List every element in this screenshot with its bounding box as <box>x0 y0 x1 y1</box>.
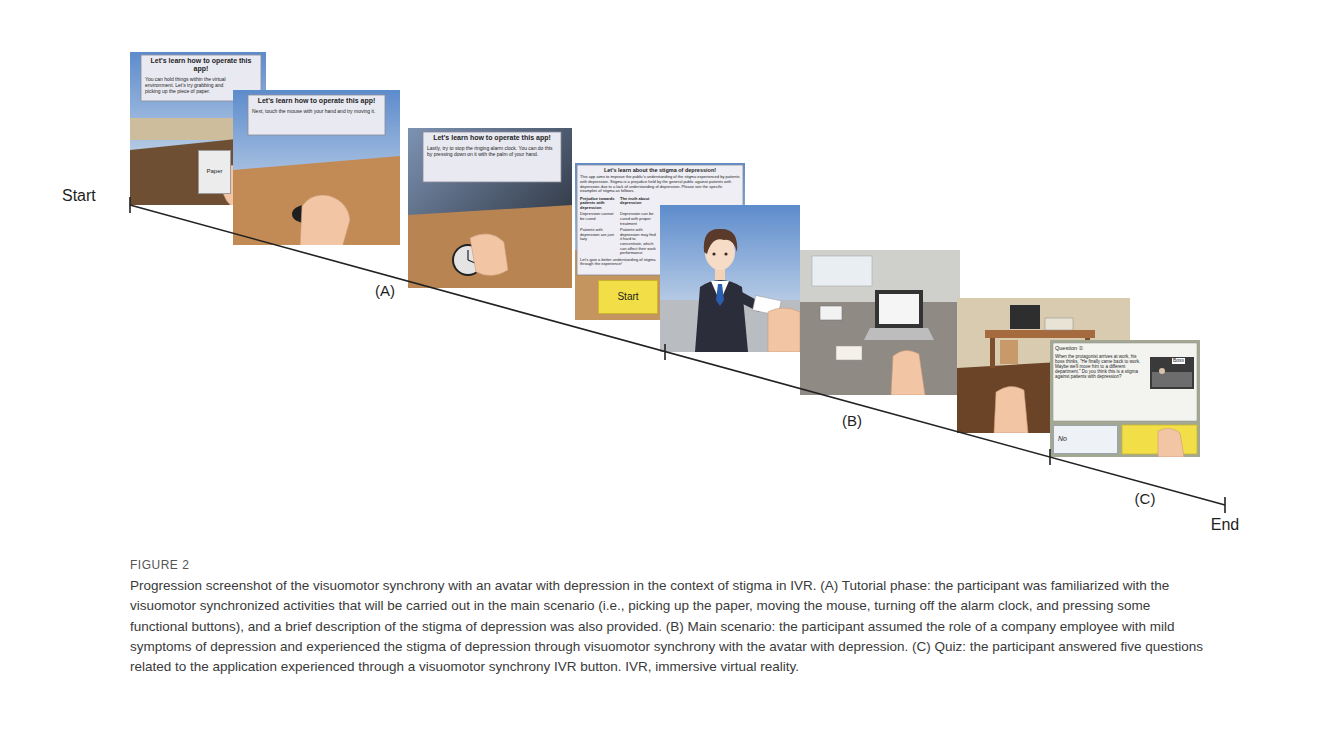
sign-text: Next, touch the mouse with your hand and… <box>252 108 381 114</box>
timeline-axis <box>130 205 1225 505</box>
hand <box>994 386 1028 433</box>
instruction-sign: Let's learn how to operate this app! Next… <box>250 97 383 116</box>
tissue-box <box>820 306 842 320</box>
table-cell: Patients with depression are just lazy <box>580 228 616 242</box>
screenshot-mouse <box>233 90 400 245</box>
screenshot-avatar-boss <box>660 205 800 352</box>
screenshot-quiz <box>1050 340 1200 457</box>
hand <box>891 350 925 395</box>
timeline <box>130 197 1225 513</box>
no-button: No <box>1053 425 1118 454</box>
laptop-display <box>879 294 919 324</box>
sign-heading: Let's learn how to operate this app! <box>143 57 259 73</box>
sky <box>408 128 572 288</box>
books <box>1045 318 1073 330</box>
sign-text: Let's gain a better understanding of sti… <box>580 258 658 267</box>
screenshot-alarm-clock <box>408 128 572 288</box>
laptop <box>1010 305 1040 329</box>
stigma-sign: Let's learn about the stigma of depressi… <box>579 167 741 269</box>
instruction-sign: Let's learn how to operate this app! Last… <box>425 134 559 159</box>
image-label: Boss <box>1172 358 1185 364</box>
sign-heading: Let's learn how to operate this app! <box>250 97 383 105</box>
table-cell: Depression cannot be cured <box>580 212 616 221</box>
eye <box>712 252 715 255</box>
table <box>408 205 572 288</box>
sign-text: Lastly, try to stop the ringing alarm cl… <box>427 145 557 157</box>
question-card: Question ① When the protagonist arrives a… <box>1055 345 1147 381</box>
question-number: Question ① <box>1055 345 1147 352</box>
sign-text: You can hold things within the virtual e… <box>145 76 231 94</box>
screenshot-laptop-desk <box>800 250 960 395</box>
figure-number: FIGURE 2 <box>130 556 530 574</box>
timeline-label: End <box>1211 516 1239 534</box>
instruction-sign: Let's learn how to operate this app! You … <box>143 57 259 96</box>
phase-label: (C) <box>1135 490 1156 507</box>
tie <box>716 284 724 306</box>
phase-label: (A) <box>375 282 395 299</box>
table-cell: Depression can be cured with proper trea… <box>620 212 657 226</box>
eye <box>724 252 727 255</box>
suit <box>695 280 748 352</box>
question-text: When the protagonist arrives at work, hi… <box>1055 354 1147 380</box>
table-cell: Patients with depression may find it har… <box>620 228 657 256</box>
timeline-tick <box>664 344 666 360</box>
card-label: Paper <box>199 168 230 175</box>
hand <box>470 234 508 276</box>
table-top <box>985 330 1095 338</box>
timeline-label: Start <box>62 187 96 205</box>
table-header: The truth about depression <box>620 197 657 206</box>
sign-board <box>248 95 385 135</box>
hand <box>768 308 800 352</box>
scene-floor <box>1152 372 1192 387</box>
button-label: No <box>1058 435 1113 443</box>
sign-heading: Let's learn about the stigma of depressi… <box>579 167 741 173</box>
laptop-screen <box>875 290 923 328</box>
scene-figure <box>1159 368 1165 374</box>
button-label: Start <box>599 291 657 303</box>
quiz-background <box>1050 340 1200 457</box>
hand <box>300 195 350 245</box>
timeline-tick <box>129 197 131 213</box>
start-button: Start <box>598 280 658 314</box>
scene-image <box>1150 357 1194 389</box>
figure-caption: Progression screenshot of the visuomotor… <box>130 576 1205 677</box>
wall <box>800 250 960 395</box>
timeline-tick <box>1049 449 1051 465</box>
sign-heading: Let's learn how to operate this app! <box>425 134 559 142</box>
window <box>812 256 872 286</box>
sign-board <box>423 132 561 182</box>
timeline-tick <box>1224 497 1226 513</box>
hair <box>704 229 737 254</box>
hand <box>1158 428 1184 457</box>
paper-card: Paper <box>198 150 231 194</box>
sign-text: This app aims to improve the public's un… <box>580 175 740 193</box>
question-card <box>1053 343 1197 421</box>
laptop-base <box>864 328 934 340</box>
sky <box>660 205 800 352</box>
phase-label: (B) <box>842 412 862 429</box>
paper <box>836 346 862 360</box>
table-header: Prejudice towards patients with depressi… <box>580 197 616 211</box>
table-leg <box>990 338 995 368</box>
chair <box>1000 340 1018 364</box>
